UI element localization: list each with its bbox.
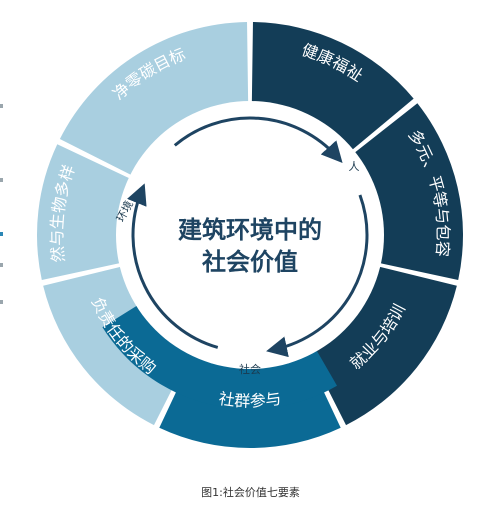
segment-diversity-equality-inclusion[interactable] [353,103,463,281]
segment-label-community: 社群参与 [218,389,283,411]
edge-mark [0,232,3,236]
arrow-to-society [266,194,369,358]
arrow-to-environment [127,183,219,349]
segment-community-engagement-extension [102,304,337,409]
category-label-people: 人 [349,160,360,173]
edge-mark [0,178,3,182]
arrow-to-people [173,116,343,163]
edge-mark [0,300,3,304]
inner-disc [116,101,384,369]
center-title-line1: 建筑环境中的 [178,216,322,244]
segment-nature-biodiversity[interactable] [36,144,131,281]
segment-employment-training[interactable] [309,266,457,426]
segment-health-wellbeing[interactable] [251,22,414,151]
center-title-line2: 社会价值 [202,248,298,276]
edge-mark [0,263,3,267]
edge-mark [0,104,3,108]
figure-caption: 图1:社会价值七要素 [201,486,300,499]
segment-net-zero[interactable] [59,22,249,176]
category-label-society: 社会 [239,362,261,376]
